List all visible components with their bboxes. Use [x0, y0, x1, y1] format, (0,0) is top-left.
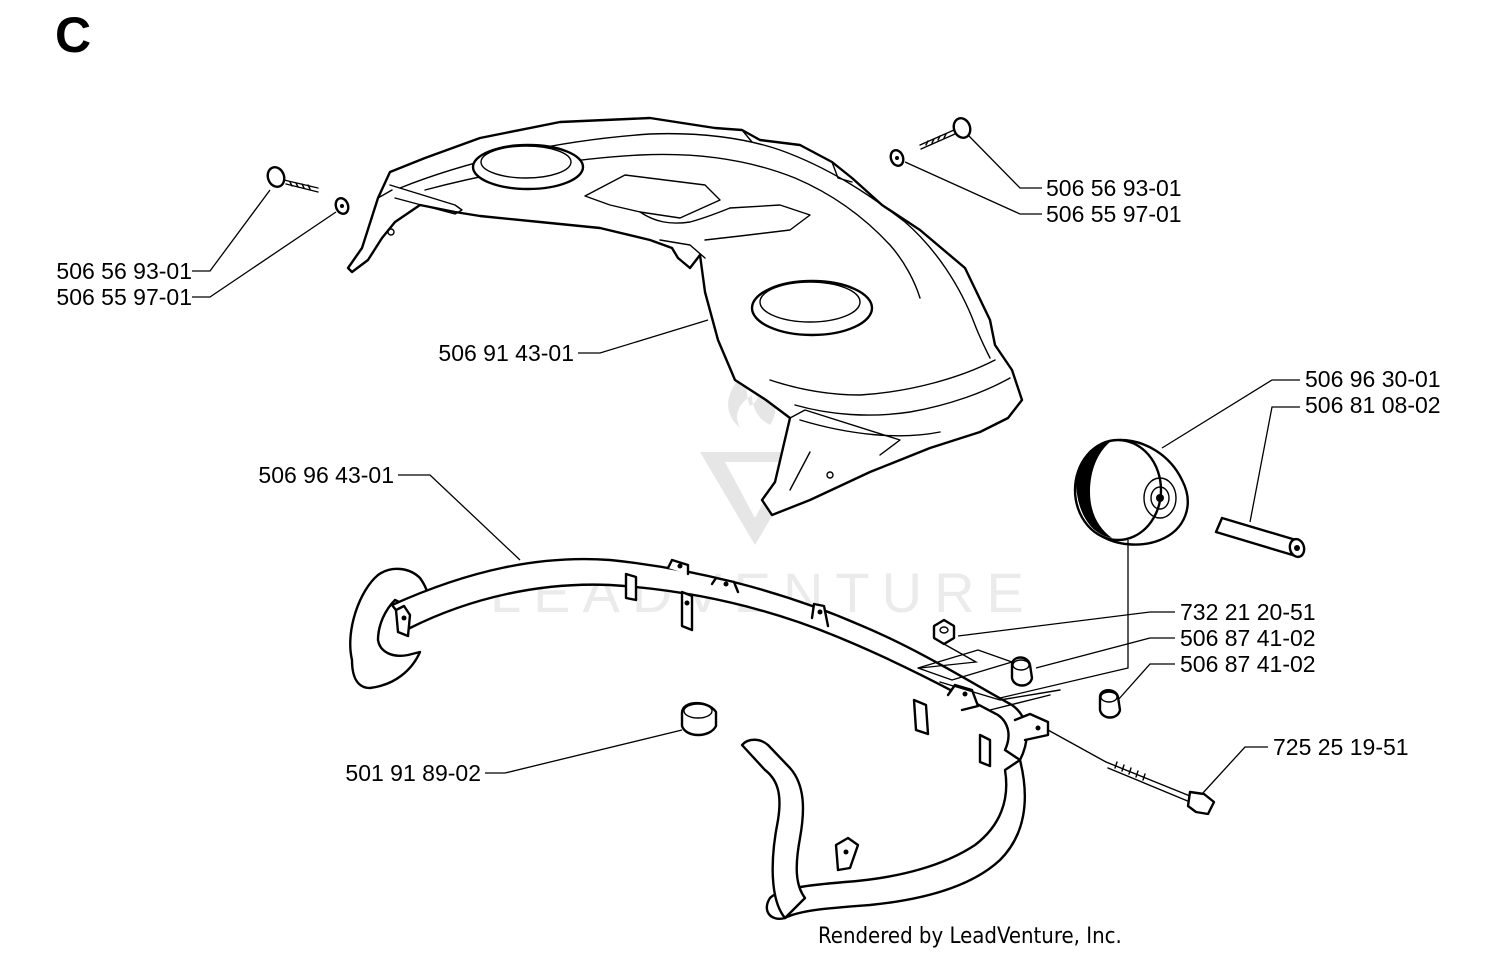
footer-credit: Rendered by LeadVenture, Inc. [818, 924, 1122, 949]
callout-labels: 506 56 93-01 506 55 97-01 506 56 93-01 5… [56, 175, 1440, 786]
nut-part [932, 618, 956, 646]
callout-bushing: 501 91 89-02 [345, 760, 481, 786]
callout-spacer-a: 506 87 41-02 [1180, 625, 1316, 651]
callout-wheel: 506 96 30-01 [1305, 366, 1441, 392]
hood-hole-left [387, 228, 395, 236]
hood-dimple-front [750, 279, 874, 337]
hood-cover-part [346, 116, 1024, 517]
hood-hole-front [826, 471, 834, 479]
callout-screw-right: 506 56 93-01 [1046, 175, 1182, 201]
callout-washer-right: 506 55 97-01 [1046, 201, 1182, 227]
callout-axle: 506 81 08-02 [1305, 392, 1441, 418]
bushing-part [680, 701, 718, 737]
axle-part [1214, 516, 1306, 559]
screw-right-part [919, 117, 972, 150]
callout-nut: 732 21 20-51 [1180, 599, 1316, 625]
callout-bolt: 725 25 19-51 [1273, 734, 1409, 760]
spacer-b-part [1098, 689, 1122, 719]
callout-hood: 506 91 43-01 [438, 340, 574, 366]
callout-washer-left: 506 55 97-01 [56, 284, 192, 310]
screw-left-part [266, 166, 319, 193]
hood-dimple-rear [471, 143, 585, 191]
callout-spacer-b: 506 87 41-02 [1180, 651, 1316, 677]
callout-screw-left: 506 56 93-01 [56, 258, 192, 284]
leader-lines [192, 134, 1300, 795]
bumper-frame-part [349, 557, 1061, 920]
washer-right-part [889, 149, 905, 167]
washer-left-part [334, 197, 350, 215]
callout-bumper: 506 96 43-01 [258, 462, 394, 488]
wheel-part [1073, 438, 1189, 546]
section-letter: C [55, 7, 91, 63]
bolt-part [1105, 761, 1216, 816]
spacer-a-part [1010, 656, 1034, 687]
